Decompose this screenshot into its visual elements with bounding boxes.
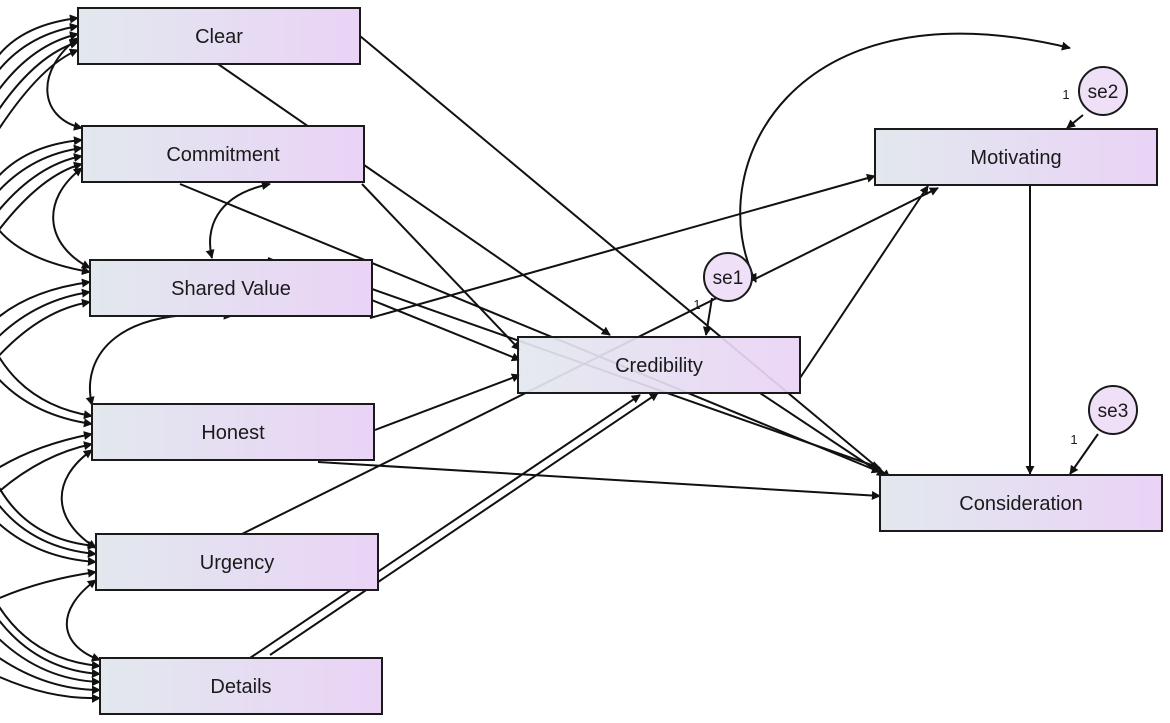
node-consideration-label: Consideration bbox=[959, 493, 1082, 515]
error-se2: se2 1 bbox=[1062, 66, 1128, 116]
node-honest-label: Honest bbox=[201, 422, 265, 444]
error-se3-label: se3 bbox=[1098, 401, 1129, 422]
node-details-label: Details bbox=[210, 676, 271, 698]
node-shared-value-label: Shared Value bbox=[171, 278, 291, 300]
se3-weight-label: 1 bbox=[1070, 432, 1077, 447]
node-consideration: Consideration bbox=[879, 474, 1163, 532]
left-edge-covariance-arrows bbox=[0, 14, 101, 703]
node-clear: Clear bbox=[77, 7, 361, 65]
error-se3: se3 1 bbox=[1070, 385, 1138, 447]
node-clear-label: Clear bbox=[195, 26, 243, 48]
node-urgency: Urgency bbox=[95, 533, 379, 591]
node-motivating: Motivating bbox=[874, 128, 1158, 186]
node-commitment: Commitment bbox=[81, 125, 365, 183]
node-details: Details bbox=[99, 657, 383, 715]
error-se1: se1 1 bbox=[693, 252, 753, 312]
error-se2-label: se2 bbox=[1088, 82, 1119, 103]
node-shared-value: Shared Value bbox=[89, 259, 373, 317]
regression-paths bbox=[179, 35, 1099, 659]
se1-weight-label: 1 bbox=[693, 297, 700, 312]
node-motivating-label: Motivating bbox=[970, 147, 1061, 169]
node-honest: Honest bbox=[91, 403, 375, 461]
node-urgency-label: Urgency bbox=[200, 552, 274, 574]
node-credibility-label: Credibility bbox=[615, 355, 703, 377]
se2-weight-label: 1 bbox=[1062, 87, 1069, 102]
error-se1-label: se1 bbox=[713, 268, 744, 289]
node-credibility: Credibility bbox=[517, 336, 801, 394]
node-commitment-label: Commitment bbox=[166, 144, 280, 166]
